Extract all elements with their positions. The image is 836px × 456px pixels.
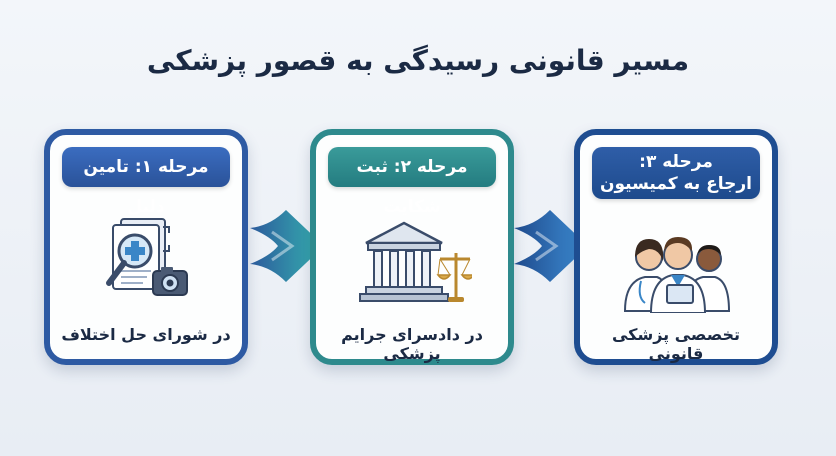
step-card-2: مرحله ۲: ثبت شکایت در دادسرای جرایم پزش <box>310 129 514 365</box>
diagram-title: مسیر قانونی رسیدگی به قصور پزشکی <box>146 44 690 77</box>
step-2-header: مرحله ۲: ثبت شکایت <box>328 147 496 217</box>
step-3-caption: تخصصی پزشکی قانونی <box>611 325 740 363</box>
step-card-1: مرحله ۱: تامین دلیل در شورای حل اختلاف <box>44 129 248 365</box>
chevron-right-arrow-icon <box>250 210 324 282</box>
step-2-caption: در دادسرای جرایم پزشکی <box>341 325 483 363</box>
courthouse-scales-icon <box>316 213 508 313</box>
step-3-header-line-1: مرحله ۳: <box>639 152 713 172</box>
document-magnifier-camera-icon <box>50 213 242 313</box>
step-1-caption: در شورای حل اختلاف <box>61 325 231 344</box>
step-1-header-text: مرحله ۱: تامین دلیل <box>83 157 209 217</box>
step-3-header: مرحله ۳: ارجاع به کمیسیون <box>592 147 760 199</box>
doctors-team-icon <box>580 221 772 321</box>
step-1-header: مرحله ۱: تامین دلیل <box>62 147 230 217</box>
step-3-header-line-2: ارجاع به کمیسیون <box>599 174 753 194</box>
chevron-right-arrow-icon <box>514 210 588 282</box>
step-2-header-text: مرحله ۲: ثبت شکایت <box>356 157 468 217</box>
step-card-3: مرحله ۳: ارجاع به کمیسیون تخصصی پزشکی قا… <box>574 129 778 365</box>
